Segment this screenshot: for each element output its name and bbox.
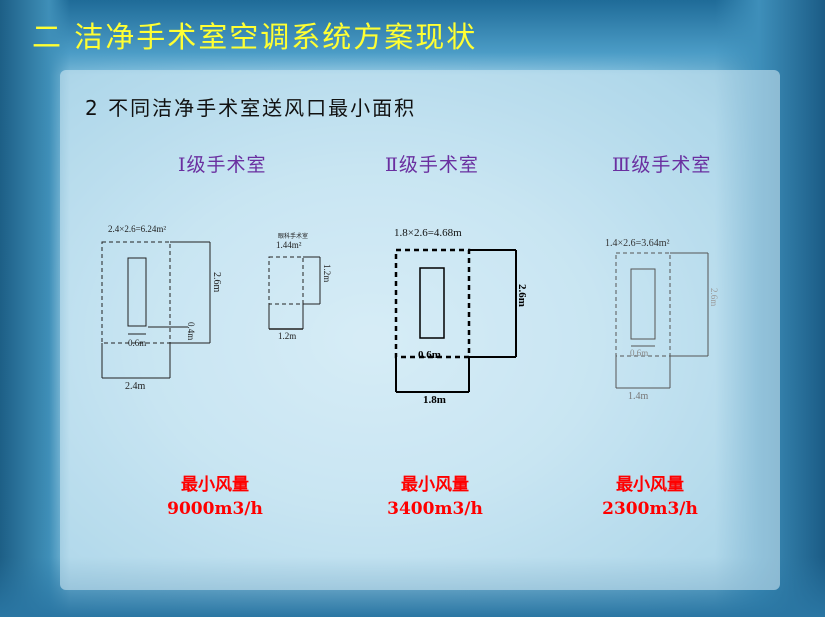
diagram-grade-3: 1.4×2.6=3.64m² 0.6m 2.6m 1.4m xyxy=(605,238,719,402)
slide-title: 二 洁净手术室空调系统方案现状 xyxy=(32,20,478,54)
diagram-1b-height: 1.2m xyxy=(322,264,332,282)
diagram-grade-2: 1.8×2.6=4.68m 0.6m 2.6m 1.8m xyxy=(394,227,528,406)
airflow-value: 3400m3/h xyxy=(387,499,483,519)
diagram-1-area: 2.4×2.6=6.24m² xyxy=(108,224,166,234)
diffuser-rect xyxy=(127,257,147,327)
diagram-3-width: 1.4m xyxy=(628,391,649,402)
diagram-1-inner: 0.6m xyxy=(128,338,146,348)
diagram-1b-caption: 眼科手术室 xyxy=(278,232,308,240)
slide-subtitle: 2 不同洁净手术室送风口最小面积 xyxy=(85,96,417,120)
diagram-2-width: 1.8m xyxy=(423,394,446,406)
airflow-value: 9000m3/h xyxy=(167,499,263,519)
diagram-1b-width: 1.2m xyxy=(278,331,296,341)
airflow-label: 最小风量 xyxy=(401,475,469,495)
diagram-2-inner: 0.6m xyxy=(418,349,441,361)
grade-1-airflow: 最小风量 9000m3/h xyxy=(160,473,270,521)
grade-1-heading: Ⅰ级手术室 xyxy=(178,154,267,176)
airflow-label: 最小风量 xyxy=(181,475,249,495)
diagram-3-height: 2.6m xyxy=(709,288,719,306)
diagram-grade-1: 2.4×2.6=6.24m² 0.6m 2.6m 0.4m 2.4m xyxy=(101,224,222,392)
diagram-1-height: 2.6m xyxy=(211,272,222,293)
diagram-3-area: 1.4×2.6=3.64m² xyxy=(605,238,670,249)
diagram-1-width: 2.4m xyxy=(125,381,146,392)
diagram-1b-area: 1.44m² xyxy=(276,240,302,250)
background-left xyxy=(0,0,70,617)
grade-3-airflow: 最小风量 2300m3/h xyxy=(595,473,705,521)
supply-area-outline xyxy=(101,241,171,344)
airflow-label: 最小风量 xyxy=(616,475,684,495)
diagram-eye-room: 眼科手术室 1.44m² 1.2m 1.2m xyxy=(268,232,332,341)
diagram-1-gap: 0.4m xyxy=(186,322,196,340)
diagram-2-height: 2.6m xyxy=(516,284,528,307)
grade-2-airflow: 最小风量 3400m3/h xyxy=(380,473,490,521)
background-top xyxy=(0,0,825,75)
grade-2-heading: Ⅱ级手术室 xyxy=(385,154,479,176)
diagram-2-area: 1.8×2.6=4.68m xyxy=(394,227,462,239)
airflow-value: 2300m3/h xyxy=(602,499,698,519)
diagram-3-inner: 0.6m xyxy=(630,348,648,358)
grade-3-heading: Ⅲ级手术室 xyxy=(612,154,712,176)
